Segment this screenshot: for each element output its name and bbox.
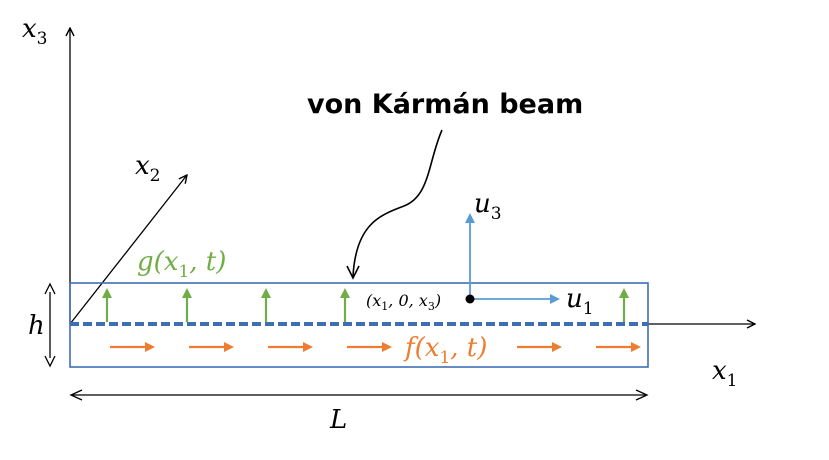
diagram-title: von Kármán beam xyxy=(307,89,583,120)
material-point xyxy=(465,294,475,304)
thickness-arrow-bottom xyxy=(44,355,56,368)
title-pointer-head xyxy=(346,265,360,280)
length-label: L xyxy=(329,405,347,435)
length-arrow-right xyxy=(635,389,649,401)
u1-label: u1 xyxy=(566,284,594,319)
load-g-label: g(x1, t) xyxy=(137,247,226,282)
x2-axis xyxy=(69,175,187,325)
load-g-arrows xyxy=(102,288,629,322)
x1-axis-label: x1 xyxy=(712,356,738,391)
x3-axis-label: x3 xyxy=(22,14,48,49)
u3-label: u3 xyxy=(474,189,502,224)
thickness-label: h xyxy=(28,311,45,341)
length-arrow-left xyxy=(69,389,83,401)
point-coordinates-label: (x1, 0, x3) xyxy=(366,291,441,313)
title-pointer xyxy=(352,129,443,277)
load-f-label: f(x1, t) xyxy=(403,333,487,368)
thickness-arrow-top xyxy=(44,282,56,295)
x2-axis-label: x2 xyxy=(135,151,161,186)
